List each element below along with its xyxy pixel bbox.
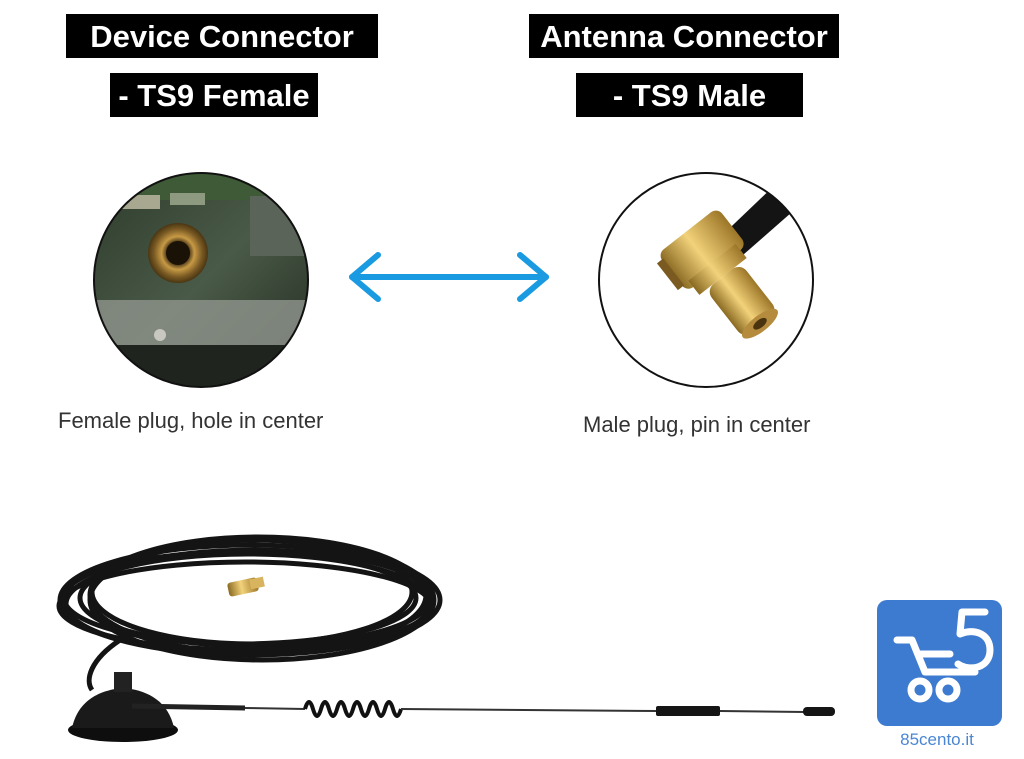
- device-connector-type: - TS9 Female: [110, 73, 318, 117]
- logo-text: 85cento.it: [900, 730, 974, 749]
- double-arrow-icon: [349, 252, 549, 302]
- cart-icon: [877, 600, 1002, 726]
- antenna-cable-photo: [56, 534, 835, 742]
- male-connector-photo: [598, 172, 814, 388]
- female-plug-caption: Female plug, hole in center: [58, 408, 324, 433]
- male-plug-caption: Male plug, pin in center: [583, 412, 811, 437]
- antenna-connector-type: - TS9 Male: [576, 73, 803, 117]
- antenna-connector-label: Antenna Connector: [529, 14, 839, 58]
- female-connector-photo: [93, 172, 309, 388]
- device-connector-label: Device Connector: [66, 14, 378, 58]
